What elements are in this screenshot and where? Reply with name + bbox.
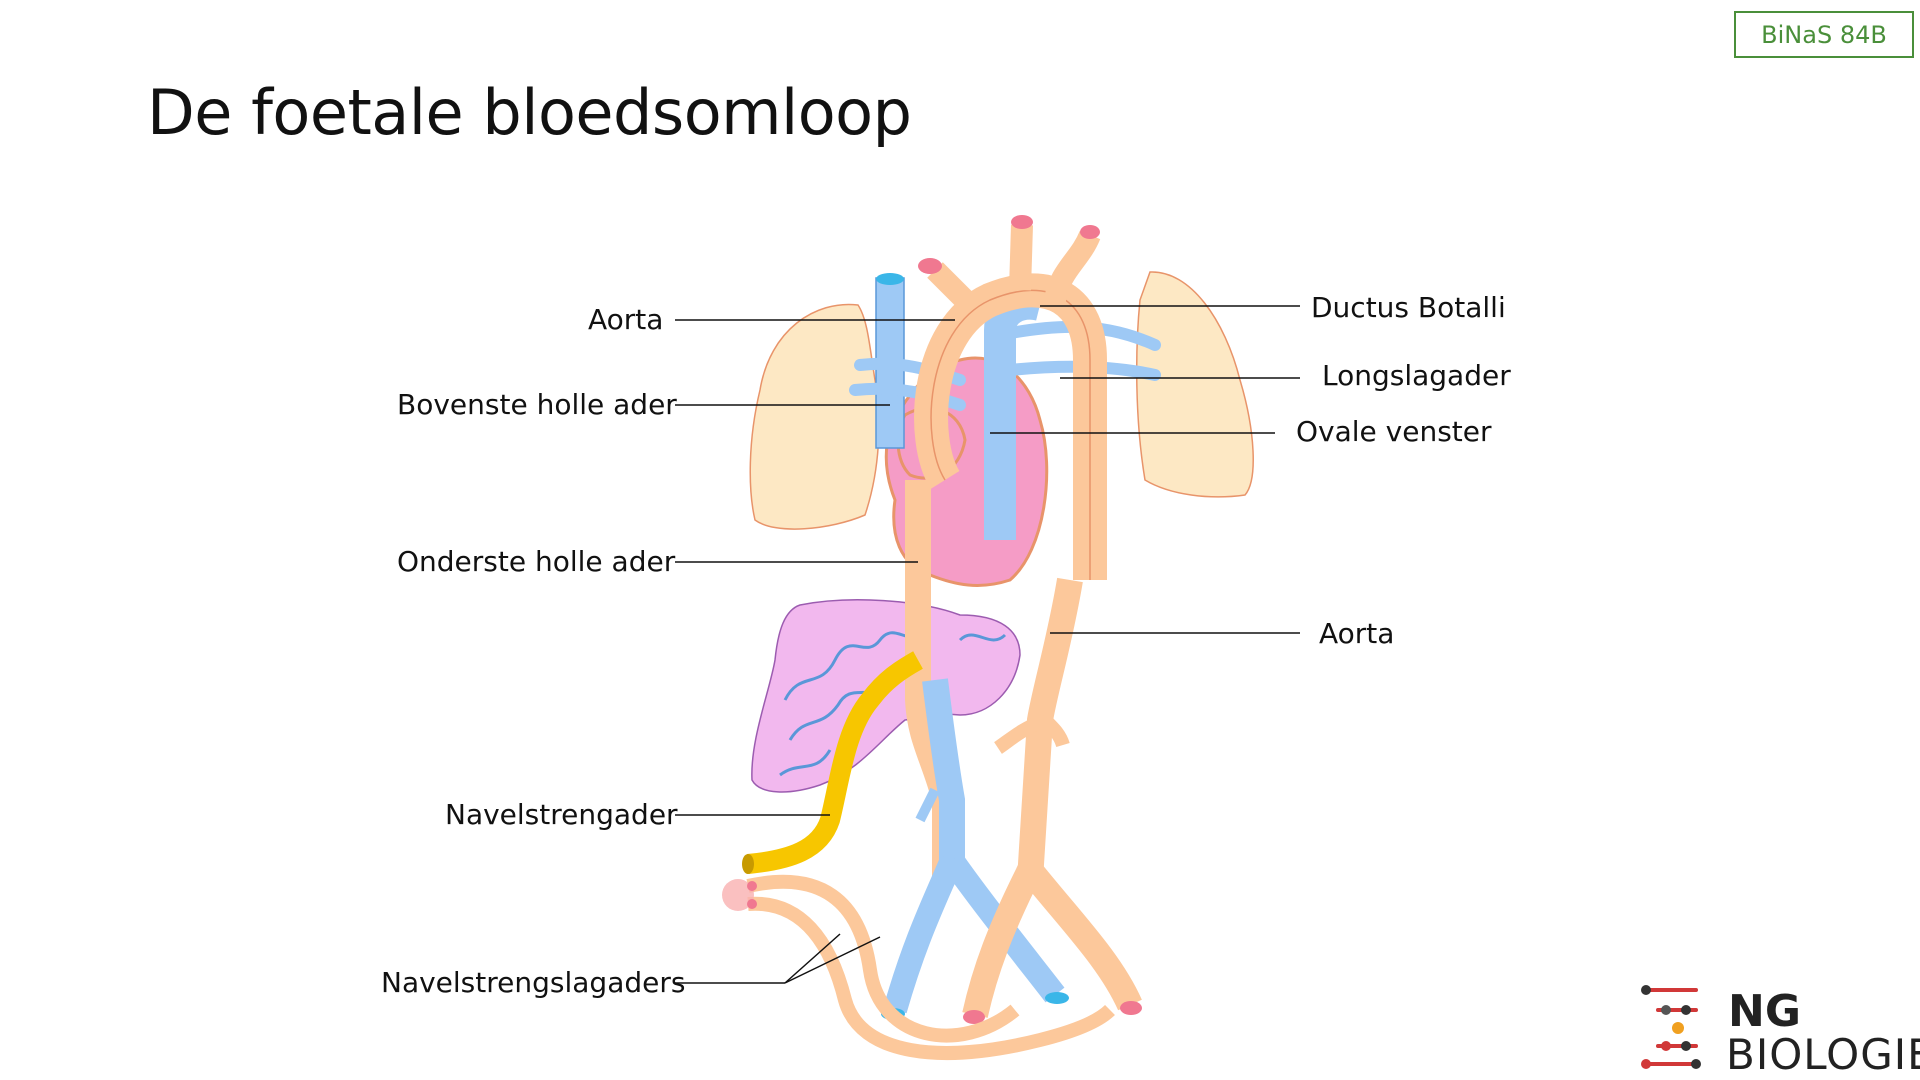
logo-ng-text: NG (1728, 986, 1801, 1037)
binas-reference-badge: BiNaS 84B (1734, 11, 1914, 58)
label-aorta-top: Aorta (588, 303, 664, 336)
label-onderste-holle-ader: Onderste holle ader (397, 545, 676, 578)
umbilical-vein (747, 651, 923, 874)
label-bovenste-holle-ader: Bovenste holle ader (397, 388, 677, 421)
umbilical-vessel-ends (722, 879, 754, 911)
left-lung (749, 303, 880, 530)
label-aorta-bottom: Aorta (1319, 617, 1395, 650)
right-lung (1135, 271, 1254, 498)
umbilical-arteries (746, 874, 1115, 1060)
label-navelstrengader: Navelstrengader (445, 798, 678, 831)
brachiocephalic-artery (927, 262, 978, 313)
ng-biologie-logo-mark (1641, 985, 1701, 1069)
iliac-arteries (962, 861, 1142, 1018)
subclavian-artery (1044, 230, 1101, 303)
leader-lines (675, 305, 1300, 984)
logo-biologie-text: BIOLOGIE (1726, 1030, 1920, 1079)
label-ductus-botalli: Ductus Botalli (1311, 291, 1506, 324)
label-ovale-venster: Ovale venster (1296, 415, 1492, 448)
label-navelstrengslagaders: Navelstrengslagaders (381, 966, 686, 999)
page-title: De foetale bloedsomloop (147, 76, 912, 149)
carotid-artery (1009, 224, 1033, 291)
label-longslagader: Longslagader (1322, 359, 1511, 392)
